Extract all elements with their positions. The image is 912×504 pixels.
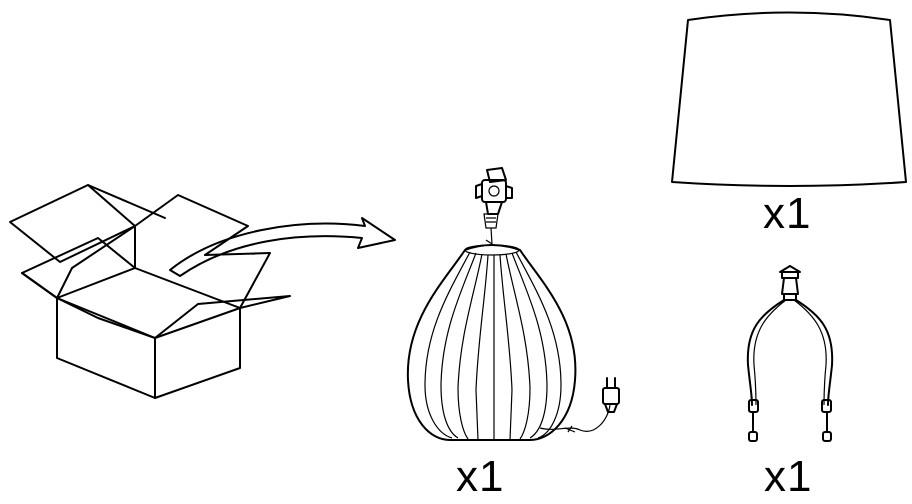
lamp-shade-icon xyxy=(671,11,907,187)
open-box-icon xyxy=(9,184,291,399)
base-quantity-label: x1 xyxy=(456,452,505,501)
lamp-base-icon xyxy=(406,244,611,441)
socket-icon xyxy=(475,167,513,246)
harp-quantity-label: x1 xyxy=(764,452,813,501)
shade-quantity-label: x1 xyxy=(763,189,812,238)
plug-icon xyxy=(602,377,620,413)
harp-icon xyxy=(746,265,834,442)
arrow-icon xyxy=(169,217,396,277)
